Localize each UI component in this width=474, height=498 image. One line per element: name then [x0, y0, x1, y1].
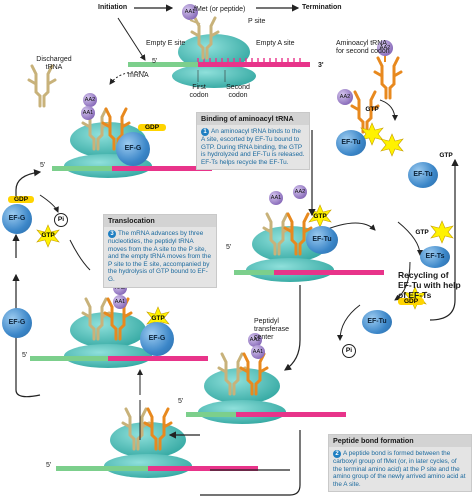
translocation-text: The mRNA advances by three nucleotides, …: [108, 230, 212, 283]
ribosome-bottom: [56, 407, 258, 478]
ef-ts: EF-Ts: [420, 246, 450, 268]
gdp-right: GDP: [398, 298, 424, 305]
ef-tu-right: EF-Tu: [408, 162, 438, 188]
aa1-right: AA1: [270, 195, 282, 201]
mrna-label: mRNA: [128, 72, 149, 79]
gtp-top: GTP: [365, 106, 379, 113]
ef-tu-gtp-complex: [337, 89, 384, 146]
binding-title: Binding of aminoacyl tRNA: [197, 113, 309, 125]
top-ribosome: [128, 4, 310, 88]
termination-label: Termination: [302, 4, 342, 11]
aa2-right: AA2: [294, 189, 306, 195]
binding-text: An aminoacyl tRNA binds to the A site, e…: [201, 128, 305, 166]
five-prime-lower: 5': [178, 398, 184, 405]
initiation-label: Initiation: [98, 4, 128, 11]
ef-g-gdp: EF-G: [2, 204, 32, 234]
peptide-title: Peptide bond formation: [329, 435, 471, 447]
aa1-mid: AA1: [114, 299, 126, 305]
three-prime-top: 3': [318, 62, 324, 69]
gtp-left: GTP: [41, 232, 55, 239]
translocation-number: 3: [108, 230, 116, 238]
translocation-title: Translocation: [104, 215, 216, 227]
aminoacyl-trna-label: Aminoacyl tRNA for second codon: [336, 40, 390, 55]
discharged-trna-label: Discharged tRNA: [36, 56, 72, 71]
ef-tu-top: EF-Tu: [336, 130, 366, 156]
ef-tu-ribosome: EF-Tu: [306, 226, 338, 254]
peptidyl-transferase-label: Peptidyl transferase center: [254, 318, 290, 341]
aa2-left: AA2: [84, 97, 96, 103]
pi-left: Pi: [54, 213, 68, 227]
second-codon-label: Second codon: [226, 84, 250, 99]
aa2-mid: AA2: [114, 285, 126, 291]
five-prime-mid: 5': [22, 352, 28, 359]
gtp-translocation: GTP: [151, 315, 165, 322]
five-prime-top: 5': [152, 58, 158, 65]
ribosome-peptide-bond: [186, 333, 346, 424]
empty-a-site-label: Empty A site: [256, 40, 295, 47]
empty-e-site-label: Empty E site: [146, 40, 186, 47]
ef-g-gtp: EF-G: [2, 308, 32, 338]
aa2-top: AA2: [379, 45, 391, 51]
peptide-text: A peptide bond is formed between the car…: [333, 450, 466, 488]
peptide-number: 2: [333, 450, 341, 458]
ribosome-translocation: [30, 281, 208, 368]
fmet-label: fMet (or peptide): [194, 6, 246, 13]
five-prime-right: 5': [226, 244, 232, 251]
pi-right: Pi: [342, 344, 356, 358]
gtp-recycle: GTP: [415, 229, 429, 236]
discharged-trna: [27, 64, 57, 108]
ef-g-top: EF-G: [116, 132, 150, 166]
first-codon-label: First codon: [189, 84, 209, 99]
binding-number: 1: [201, 128, 209, 136]
recycling-label: Recycling of EF-Tu with help of EF-Ts: [398, 270, 461, 300]
aa2-lower: AA2: [249, 337, 261, 343]
gdp-top: GDP: [138, 124, 166, 131]
gtp-ribosome: GTP: [313, 213, 327, 220]
gdp-left: GDP: [8, 196, 34, 203]
ef-g-ribosome: EF-G: [140, 322, 174, 356]
five-prime-left: 5': [40, 162, 46, 169]
incoming-aminoacyl-trna: [373, 40, 403, 100]
ef-tu-lower: EF-Tu: [362, 310, 392, 334]
aa2-eftu: AA2: [339, 94, 351, 100]
p-site-label: P site: [248, 18, 266, 25]
aa1-lower: AA1: [252, 349, 264, 355]
aa1-left: AA1: [82, 110, 94, 116]
gtp-right: GTP: [439, 152, 453, 159]
aa1-top: AA1: [184, 9, 196, 15]
five-prime-bottom: 5': [46, 462, 52, 469]
